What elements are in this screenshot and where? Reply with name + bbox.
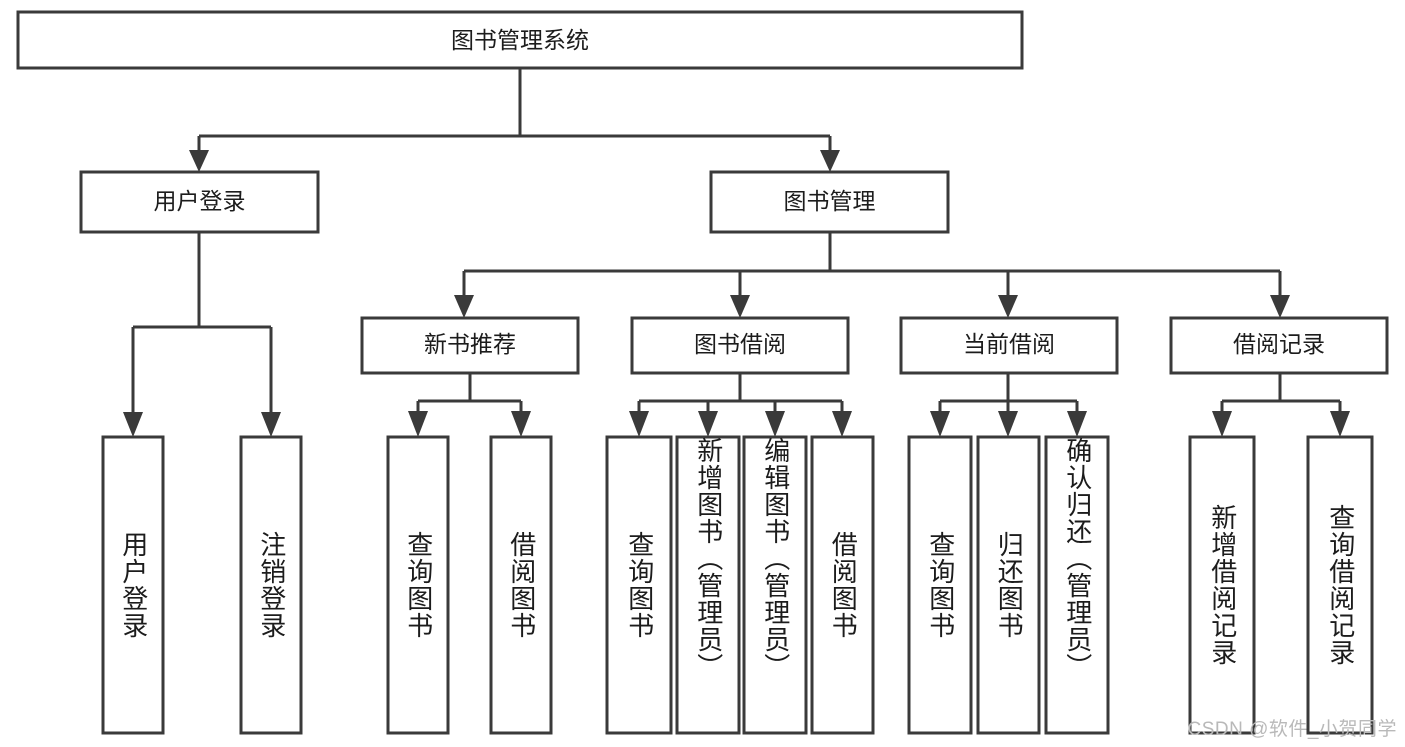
csdn-watermark: CSDN @软件_小贺同学 (1187, 719, 1397, 740)
leaf-box-cb-2[interactable] (976, 435, 1041, 735)
node-current-borrow[interactable] (899, 316, 1119, 375)
arrow-head-bb-leaf-2 (698, 411, 718, 437)
arrow-head-cb-leaf-3 (1067, 411, 1087, 437)
arrow-head-leaf-user-login-2 (261, 412, 281, 437)
node-user-login-label: 用户登录 (154, 188, 246, 214)
leaf-box-user-login-1[interactable] (101, 435, 165, 735)
arrow-head-br-leaf-1 (1212, 411, 1232, 437)
node-user-login[interactable] (79, 170, 320, 234)
arrow-head-cb-leaf-2 (998, 411, 1018, 437)
node-book-borrow[interactable] (630, 316, 850, 375)
node-new-book-recommend-label: 新书推荐 (424, 331, 516, 357)
arrow-head-borrow-record (1270, 295, 1290, 318)
leaf-box-cb-3[interactable] (1044, 435, 1110, 735)
arrow-head-bb-leaf-3 (765, 411, 785, 437)
leaf-box-user-login-2[interactable] (239, 435, 303, 735)
arrow-head-book-mgmt (820, 150, 840, 172)
leaf-box-nbr-1[interactable] (386, 435, 450, 735)
node-book-borrow-label: 图书借阅 (694, 331, 786, 357)
arrow-head-bb-leaf-1 (629, 411, 649, 437)
connector-layer (123, 68, 1350, 437)
node-book-management-label: 图书管理 (784, 188, 876, 214)
node-new-book-recommend[interactable] (360, 316, 580, 375)
node-current-borrow-label: 当前借阅 (963, 331, 1055, 357)
node-layer: 图书管理系统 用户登录 图书管理 新书推荐 图书借阅 当前借阅 借阅记录 (16, 10, 1389, 735)
node-root-label: 图书管理系统 (451, 27, 589, 53)
node-borrow-record[interactable] (1169, 316, 1389, 375)
leaf-box-cb-1[interactable] (907, 435, 973, 735)
node-root-book-management-system[interactable] (16, 10, 1024, 70)
leaf-box-br-2[interactable] (1306, 435, 1374, 735)
arrow-head-current-borrow (998, 295, 1018, 318)
leaf-box-bb-4[interactable] (810, 435, 875, 735)
leaf-box-br-1[interactable] (1188, 435, 1256, 735)
arrow-head-br-leaf-2 (1330, 411, 1350, 437)
arrow-head-cb-leaf-1 (930, 411, 950, 437)
arrow-head-leaf-user-login-1 (123, 412, 143, 437)
leaf-box-bb-3[interactable] (742, 435, 808, 735)
arrow-head-nbr-leaf-2 (511, 411, 531, 437)
arrow-head-book-borrow (730, 295, 750, 318)
arrow-head-new-book-recommend (454, 295, 474, 318)
leaf-box-bb-1[interactable] (605, 435, 673, 735)
arrow-head-nbr-leaf-1 (408, 411, 428, 437)
arrow-head-bb-leaf-4 (832, 411, 852, 437)
arrow-head-user-login (189, 150, 209, 172)
leaf-box-bb-2[interactable] (675, 435, 741, 735)
leaf-box-nbr-2[interactable] (489, 435, 553, 735)
node-borrow-record-label: 借阅记录 (1233, 331, 1325, 357)
node-book-management[interactable] (709, 170, 950, 234)
